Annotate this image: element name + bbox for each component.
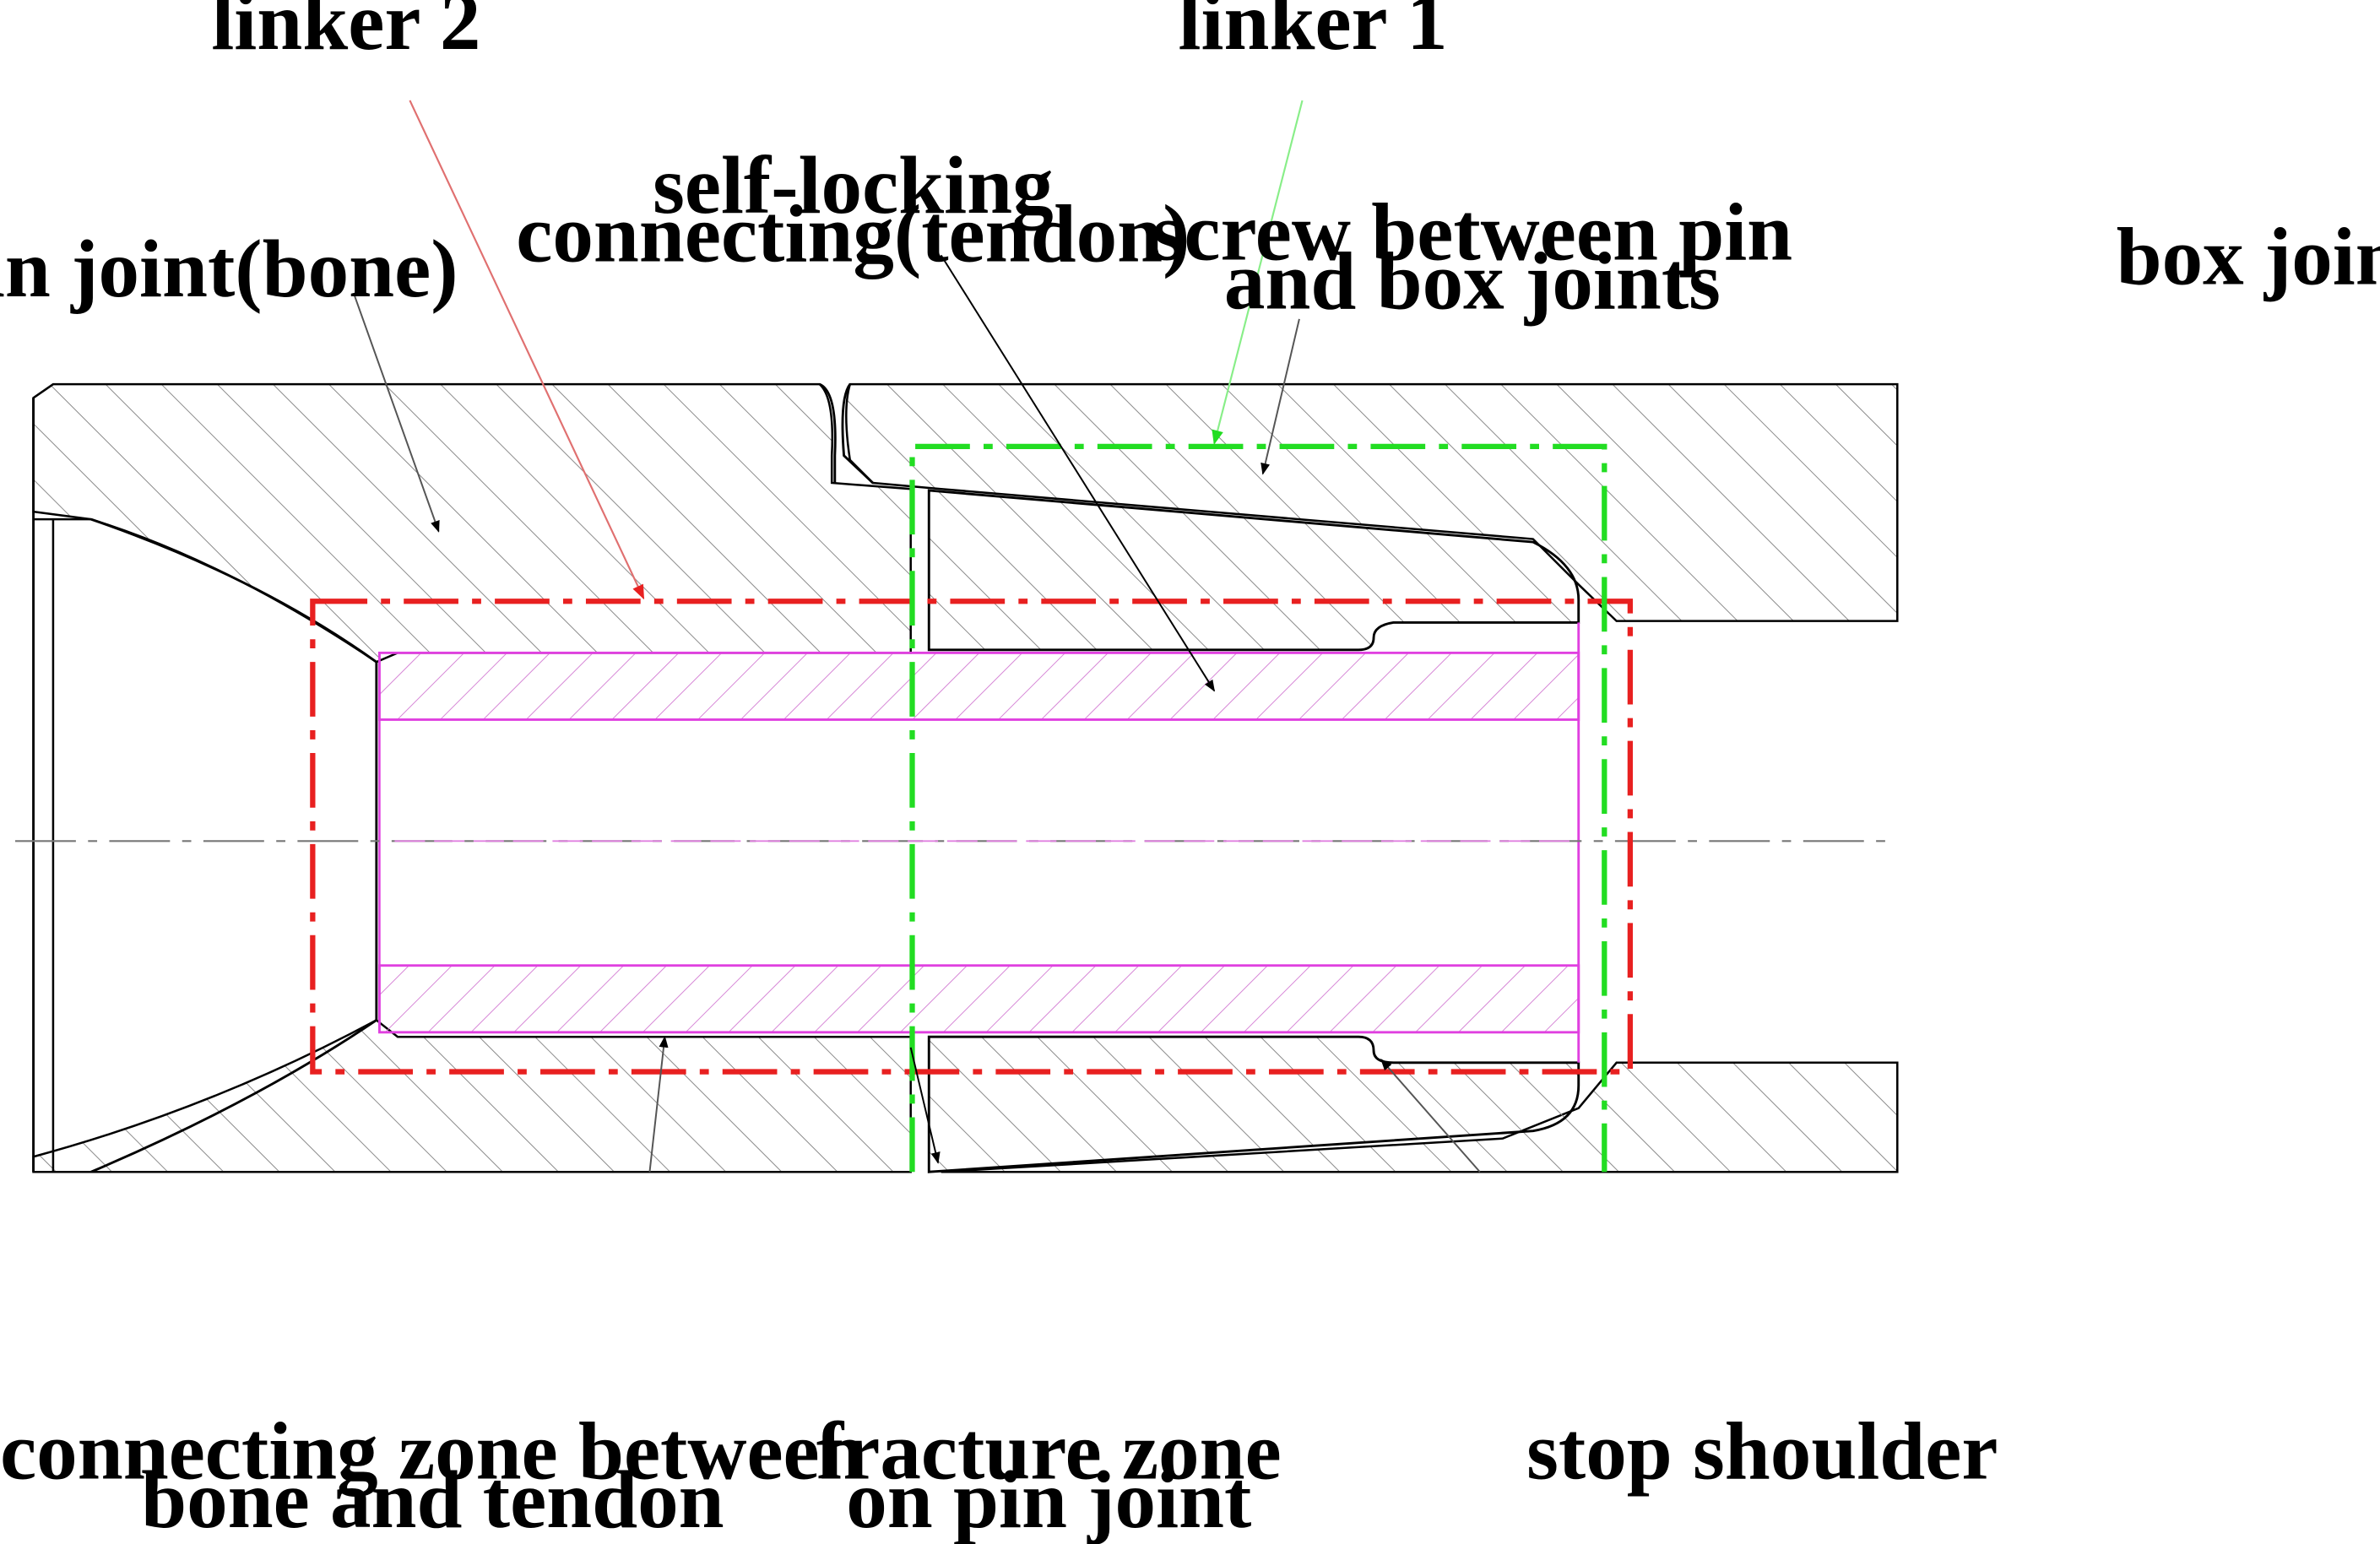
pin-joint-lower-wall <box>32 1018 912 1173</box>
screw-leader <box>1260 318 1300 475</box>
label-pin-joint: pin joint(bone) <box>0 223 458 314</box>
label-linker-1: linker 1 <box>1179 0 1448 67</box>
fracture-zone-leader <box>909 1047 941 1164</box>
connecting-zone-leader <box>648 1035 669 1173</box>
label-self-locking-2: connecting(tendon) <box>516 188 1190 279</box>
label-screw-1: screw between pin <box>1152 187 1793 278</box>
tendon-lower-wall <box>378 964 1580 1034</box>
linker-2-outline <box>310 599 1634 1075</box>
label-box-joint: box joint <box>2117 210 2380 301</box>
linker-2-leader <box>409 100 645 600</box>
linker-1-leader <box>1212 100 1304 445</box>
tendon-leader <box>940 254 1216 692</box>
tendon-sleeve <box>378 622 1580 1063</box>
label-linker-2: linker 2 <box>211 0 480 67</box>
label-self-locking-1: self-locking <box>653 139 1054 230</box>
pin-joint-upper-wall <box>32 382 912 664</box>
stop-shoulder-leader <box>1380 1059 1481 1173</box>
box-joint-body <box>845 382 1899 1173</box>
linker-1-outline <box>909 443 1607 1173</box>
label-connecting-zone-1: connecting zone between <box>0 1405 865 1496</box>
pin-joint-leader <box>352 292 440 533</box>
box-joint-lower-wall <box>941 1061 1899 1173</box>
label-fracture-zone-1: fracture zone <box>816 1405 1282 1496</box>
tendon-upper-wall <box>378 651 1580 721</box>
leader-lines <box>352 100 1481 1173</box>
label-stop-shoulder: stop shoulder <box>1526 1405 1998 1496</box>
label-fracture-zone-2: on pin joint <box>846 1454 1251 1544</box>
label-screw-2: and box joints <box>1224 235 1721 326</box>
label-connecting-zone-2: bone and tendon <box>141 1454 724 1544</box>
pin-thread-upper <box>927 489 1580 652</box>
pin-joint-body <box>32 382 1580 1173</box>
